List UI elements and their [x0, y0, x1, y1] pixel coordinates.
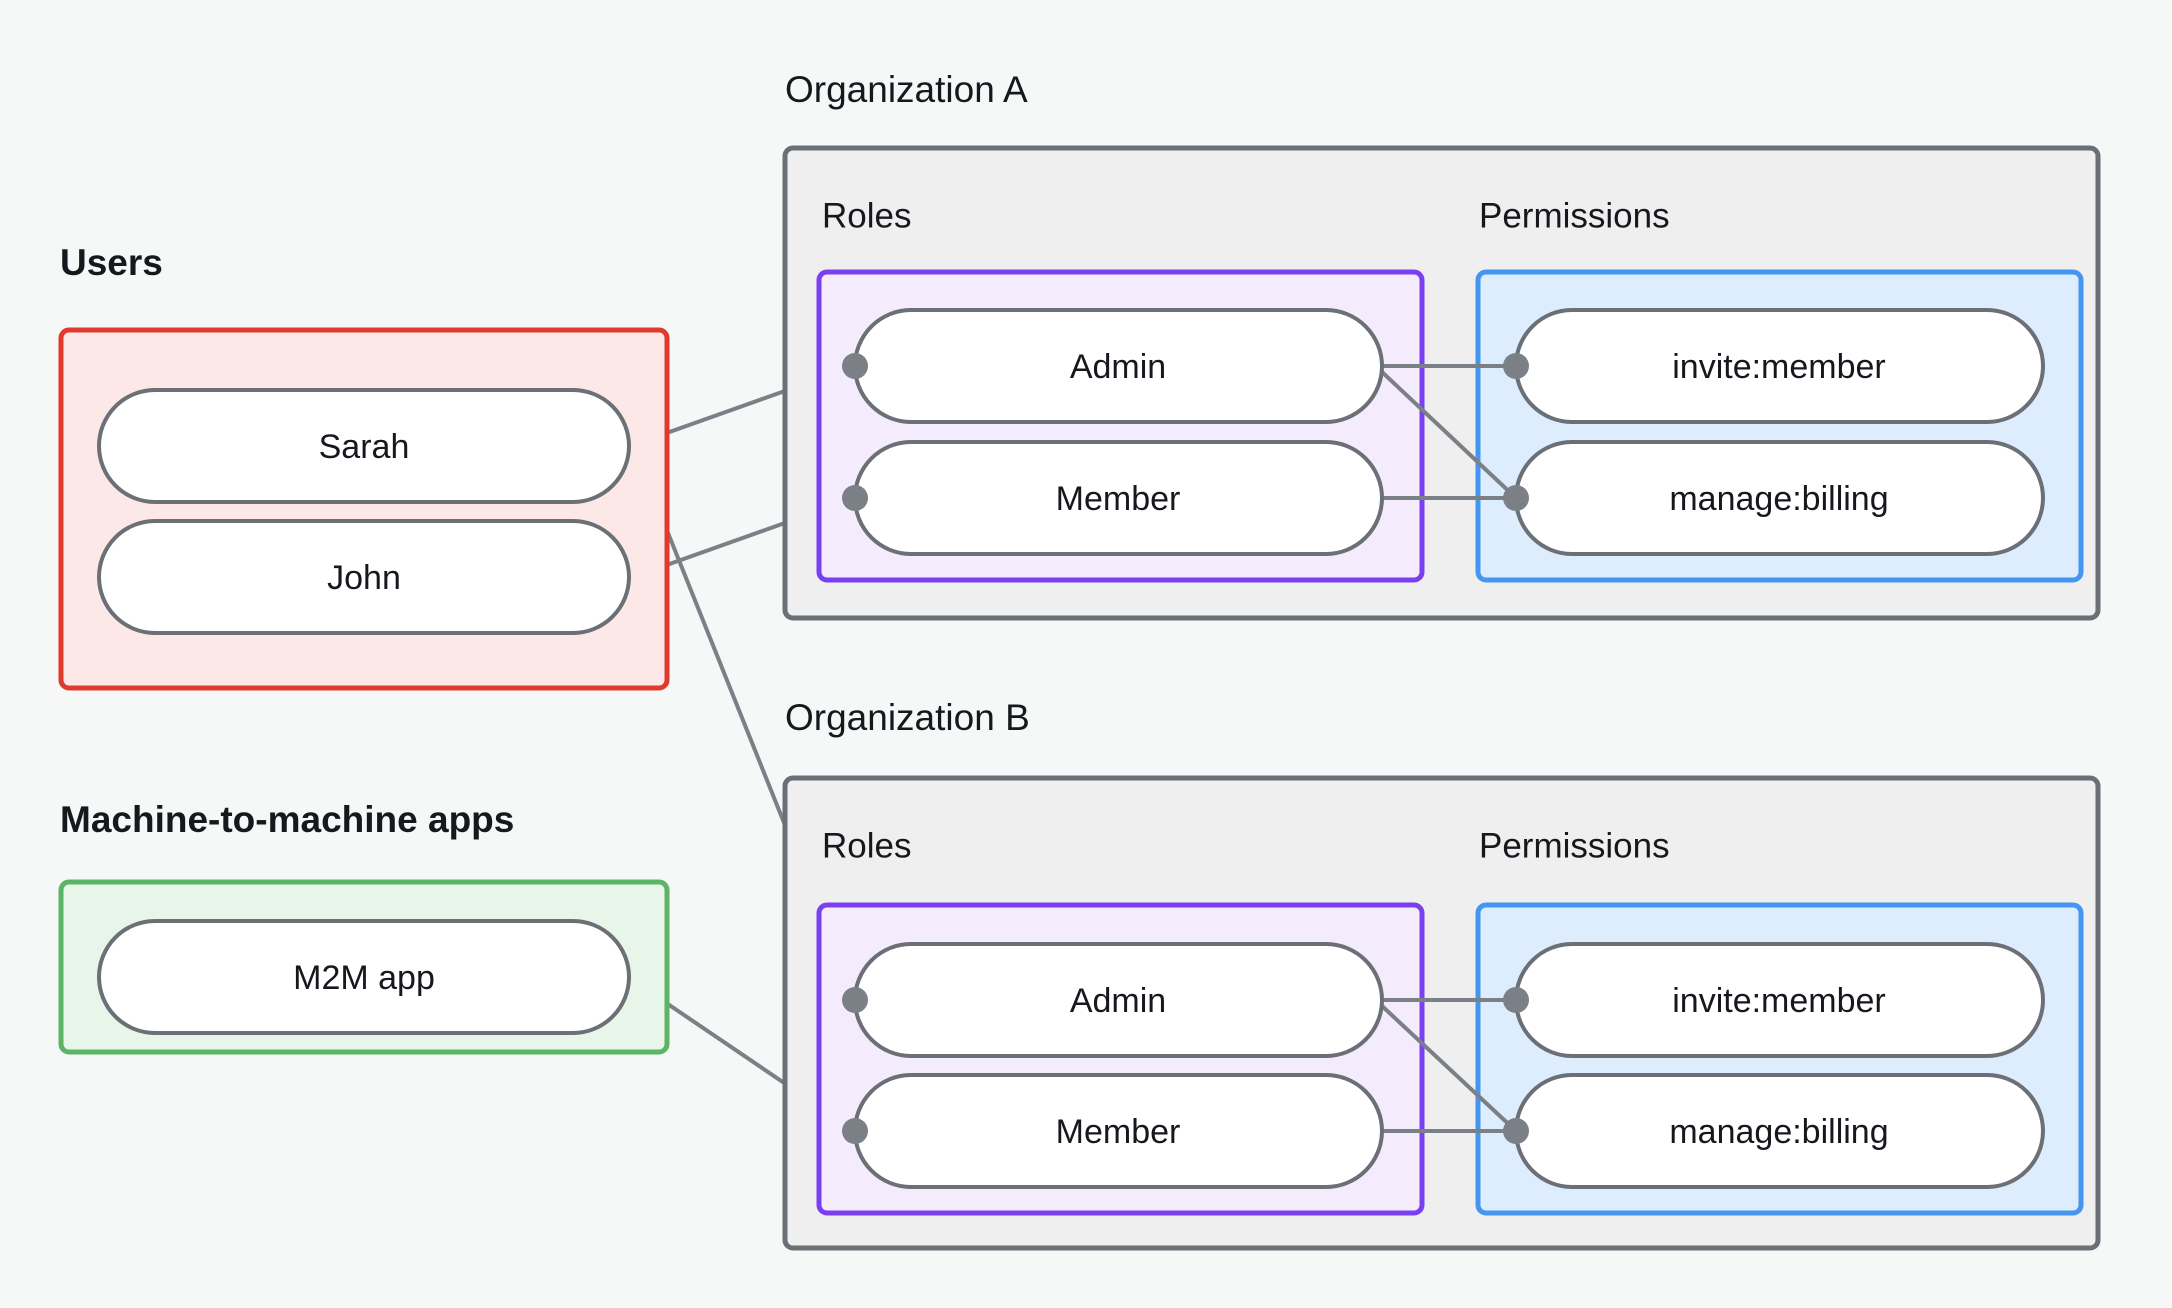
node-org-b-admin[interactable]: Admin: [853, 942, 1384, 1058]
org-a-title: Organization A: [785, 69, 1028, 110]
m2m-group-title: Machine-to-machine apps: [60, 799, 514, 840]
org-b-roles-title: Roles: [822, 826, 911, 865]
connector-dot-org-b-invite-in: [1503, 987, 1529, 1013]
node-org-a-invite-member-label: invite:member: [1672, 348, 1886, 386]
node-john[interactable]: John: [97, 519, 631, 635]
node-org-b-manage-billing[interactable]: manage:billing: [1514, 1073, 2045, 1189]
connector-dot-org-b-admin-in: [842, 987, 868, 1013]
node-org-b-admin-label: Admin: [1070, 982, 1166, 1020]
node-sarah-label: Sarah: [319, 428, 410, 466]
edge-org-b-admin-to-billing: [1380, 1004, 1518, 1133]
connector-dot-org-a-billing-in: [1503, 485, 1529, 511]
edge-layer-org-b: [1380, 998, 1518, 1133]
node-m2m-app-shape: [97, 919, 631, 1035]
connector-dot-org-a-member-in: [842, 485, 868, 511]
node-sarah[interactable]: Sarah: [97, 388, 631, 504]
node-org-a-member-label: Member: [1056, 480, 1181, 518]
node-org-b-invite-member[interactable]: invite:member: [1514, 942, 2045, 1058]
node-john-label: John: [327, 559, 401, 597]
node-org-b-manage-billing-label: manage:billing: [1669, 1113, 1888, 1151]
users-group-title: Users: [60, 242, 163, 283]
node-org-a-admin-label: Admin: [1070, 348, 1166, 386]
connector-dot-org-b-billing-in: [1503, 1118, 1529, 1144]
connector-dot-org-a-admin-in: [842, 353, 868, 379]
edge-layer-org-a: [1380, 364, 1518, 500]
node-john-shape: [97, 519, 631, 635]
node-org-b-member-label: Member: [1056, 1113, 1181, 1151]
node-org-b-member[interactable]: Member: [853, 1073, 1384, 1189]
node-org-a-member[interactable]: Member: [853, 440, 1384, 556]
node-org-a-manage-billing[interactable]: manage:billing: [1514, 440, 2045, 556]
node-m2m-app-label: M2M app: [293, 959, 435, 997]
edge-org-a-admin-to-billing: [1380, 370, 1518, 500]
org-b-permissions-title: Permissions: [1479, 826, 1670, 865]
node-m2m-app[interactable]: M2M app: [97, 919, 631, 1035]
org-b-title: Organization B: [785, 697, 1030, 738]
connector-dot-org-a-invite-in: [1503, 353, 1529, 379]
node-org-a-admin[interactable]: Admin: [853, 308, 1384, 424]
org-a-permissions-title: Permissions: [1479, 196, 1670, 235]
connector-dot-org-b-member-in: [842, 1118, 868, 1144]
node-org-a-manage-billing-label: manage:billing: [1669, 480, 1888, 518]
node-org-a-invite-member[interactable]: invite:member: [1514, 308, 2045, 424]
node-org-b-invite-member-label: invite:member: [1672, 982, 1886, 1020]
node-sarah-shape: [97, 388, 631, 504]
org-a-roles-title: Roles: [822, 196, 911, 235]
